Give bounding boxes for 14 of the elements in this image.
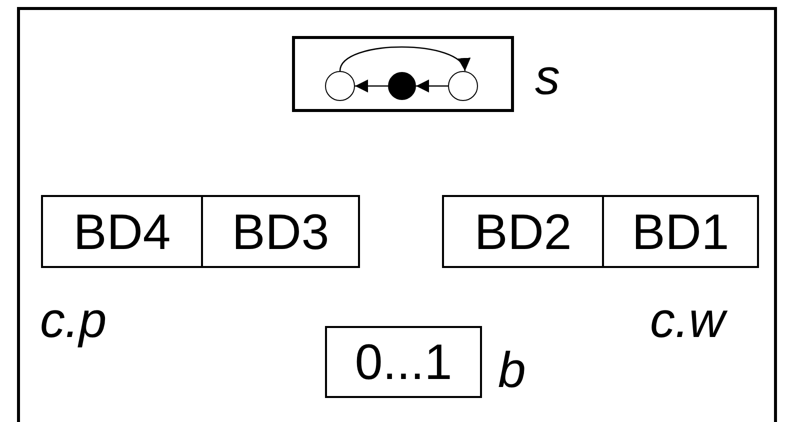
circle-node [448, 71, 478, 101]
arrow [416, 80, 448, 92]
variable-label: c.p [40, 295, 107, 345]
text-box: BD4 [41, 195, 202, 268]
text-box: BD3 [202, 195, 360, 268]
variable-label: s [535, 52, 560, 102]
text-box: BD2 [442, 195, 603, 268]
variable-label: c.w [650, 295, 725, 345]
circle-node [388, 72, 416, 100]
text-box: 0...1 [325, 326, 482, 398]
text-box: BD1 [603, 195, 759, 268]
arrow [355, 80, 388, 92]
variable-label: b [498, 345, 526, 395]
circle-node [325, 71, 355, 101]
